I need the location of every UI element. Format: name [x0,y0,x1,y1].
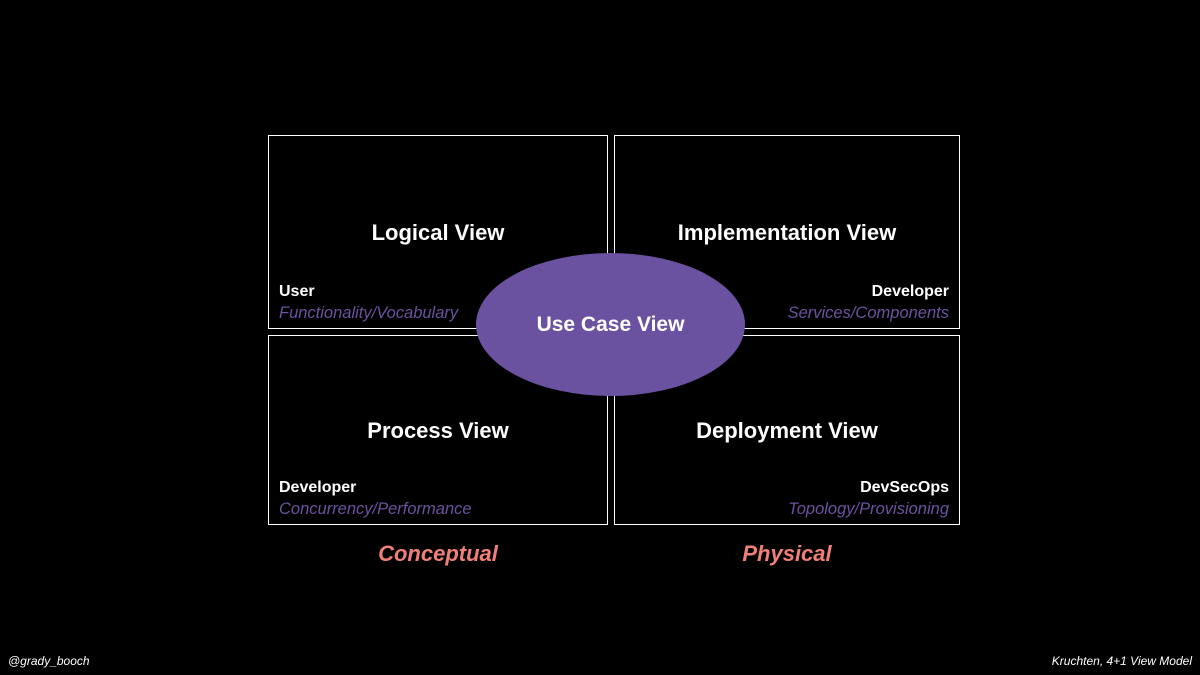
conceptual-label: Conceptual [378,541,498,566]
implementation-view-concern: Services/Components [787,304,949,322]
use-case-view-title: Use Case View [536,312,685,336]
implementation-view-box: Implementation View Developer Services/C… [614,135,960,329]
process-view-stakeholder: Developer [279,479,357,496]
process-view-title: Process View [367,418,509,443]
source-credit: Kruchten, 4+1 View Model [1051,654,1192,668]
logical-view-box: Logical View User Functionality/Vocabula… [268,135,608,329]
deployment-view-title: Deployment View [696,418,878,443]
deployment-view-stakeholder: DevSecOps [860,479,949,496]
logical-view-stakeholder: User [279,283,315,300]
logical-view-concern: Functionality/Vocabulary [279,304,459,322]
deployment-view-concern: Topology/Provisioning [788,500,949,518]
author-handle: @grady_booch [8,654,90,668]
process-view-concern: Concurrency/Performance [279,500,472,518]
implementation-view-title: Implementation View [677,220,897,245]
logical-view-title: Logical View [371,220,505,245]
use-case-view-ellipse: Use Case View [476,253,745,396]
implementation-view-stakeholder: Developer [871,283,949,300]
physical-label: Physical [742,541,832,566]
